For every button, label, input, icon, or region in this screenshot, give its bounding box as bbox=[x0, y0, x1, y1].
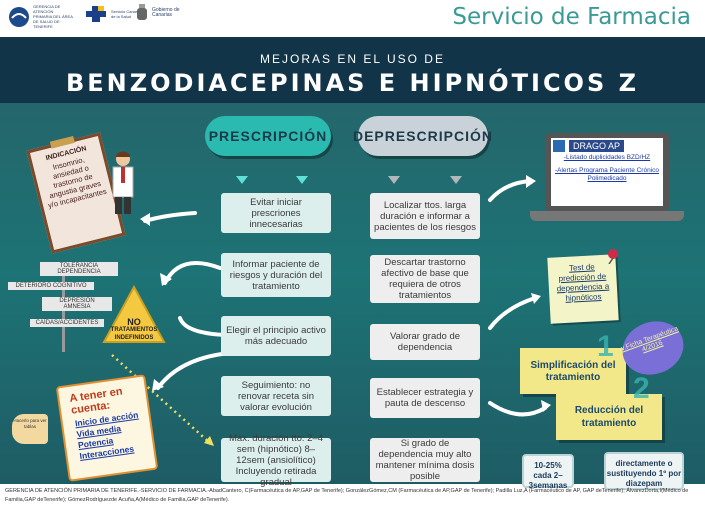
footer-credits: GERENCIA DE ATENCIÓN PRIMARIA DE TENERIF… bbox=[5, 488, 689, 503]
pushpin-icon bbox=[608, 249, 618, 264]
drago-link-alertas[interactable]: -Alertas Programa Paciente Crónico Polim… bbox=[551, 167, 663, 183]
step-number-2: 2 bbox=[633, 372, 650, 405]
prescripcion-step-5: Máx. duración tto: 2–4 sem (hipnótico) 8… bbox=[221, 433, 331, 488]
drago-link-duplicidades-text[interactable]: -Listado duplicidades BZD/HZ bbox=[563, 154, 651, 161]
deprescripcion-step-1: Localizar ttos. larga duración e informa… bbox=[370, 193, 480, 239]
prescripcion-step-4: Seguimiento: no renovar receta sin valor… bbox=[221, 376, 331, 416]
deprescripcion-header: DEPRESCRIPCIÓN bbox=[353, 116, 492, 156]
sign-tolerancia: TOLERANCIA DEPENDENCIA bbox=[40, 262, 118, 276]
coat-of-arms-icon bbox=[137, 4, 147, 20]
tener-list: Inicio de acción Vida media Potencia Int… bbox=[74, 408, 153, 462]
drago-logo-icon bbox=[553, 140, 565, 152]
stat-reduction-rate: 10-25% cada 2–3semanas bbox=[522, 454, 574, 490]
laptop-screen-frame: DRAGO AP -Listado duplicidades BZD/HZ -A… bbox=[545, 133, 669, 211]
warning-text: NO TRATAMIENTOS INDEFINIDOS bbox=[102, 318, 166, 342]
prescripcion-step-3: Elegir el principio activo más adecuado bbox=[221, 316, 331, 356]
gerencia-logo: GERENCIA DE ATENCIÓN PRIMARIA DEL ÁREA D… bbox=[8, 4, 73, 29]
arrow-down-icon bbox=[450, 176, 462, 184]
drago-link-alertas-text[interactable]: -Alertas Programa Paciente Crónico Polim… bbox=[554, 167, 660, 182]
doctor-icon bbox=[112, 151, 134, 214]
sign-deterioro: DETERIORO COGNITIVO bbox=[8, 282, 94, 290]
reduccion-box: Reducción del tratamiento bbox=[556, 394, 662, 440]
arrow-down-icon bbox=[236, 176, 248, 184]
banner-subtitle: MEJORAS EN EL USO DE bbox=[260, 52, 445, 66]
test-link[interactable]: Test de predicción de dependencia a hipn… bbox=[556, 262, 610, 303]
scs-cross-icon bbox=[86, 6, 106, 22]
reduccion-text: Reducción del tratamiento bbox=[574, 405, 644, 429]
sign-depresion: DEPRESIÓN AMNESIA bbox=[42, 297, 112, 311]
test-note[interactable]: Test de predicción de dependencia a hipn… bbox=[547, 254, 619, 324]
warning-triangle-icon bbox=[102, 284, 166, 343]
service-title: Servicio de Farmacia bbox=[452, 4, 691, 30]
gerencia-logo-text: GERENCIA DE ATENCIÓN PRIMARIA DEL ÁREA D… bbox=[33, 4, 73, 29]
laptop-screen: DRAGO AP -Listado duplicidades BZD/HZ -A… bbox=[551, 138, 663, 206]
deprescripcion-step-3: Valorar grado de dependencia bbox=[370, 324, 480, 360]
arrow-down-icon bbox=[296, 176, 308, 184]
tener-en-cuenta-card: A tener en cuenta: Inicio de acción Vida… bbox=[55, 374, 159, 482]
deprescripcion-step-5: Si grado de dependencia muy alto mantene… bbox=[370, 438, 480, 482]
step-number-1: 1 bbox=[597, 330, 614, 363]
scs-logo-text: Servicio Canario de la Salud bbox=[111, 9, 141, 19]
deprescripcion-step-4: Establecer estrategia y pauta de descens… bbox=[370, 378, 480, 418]
drago-title: DRAGO AP bbox=[569, 140, 625, 152]
sign-caidas: CAÍDAS/ACCIDENTES bbox=[30, 319, 104, 327]
title-banner: MEJORAS EN EL USO DE BENZODIACEPINAS E H… bbox=[0, 37, 705, 103]
flow-arrows bbox=[111, 175, 551, 446]
gobierno-logo-text: Gobierno de Canarias bbox=[152, 7, 180, 18]
warning-indefinidos: TRATAMIENTOS INDEFINIDOS bbox=[110, 327, 158, 341]
scs-logo: Servicio Canario de la Salud bbox=[84, 4, 145, 24]
laptop-base bbox=[530, 211, 684, 221]
banner-title: BENZODIACEPINAS E HIPNÓTICOS Z bbox=[65, 69, 640, 97]
gerencia-emblem-icon bbox=[9, 6, 29, 27]
prescripcion-step-2: Informar paciente de riesgos y duración … bbox=[221, 253, 331, 297]
prescripcion-step-1: Evitar iniciar prescriones innecesarias bbox=[221, 193, 331, 233]
click-hint: Hacerlo para ver tablas bbox=[12, 414, 48, 444]
drago-header: DRAGO AP bbox=[553, 140, 661, 152]
prescripcion-header: PRESCRIPCIÓN bbox=[205, 116, 331, 156]
warning-no: NO bbox=[127, 317, 141, 327]
simplificacion-text: Simplificación del tratamiento bbox=[530, 360, 616, 383]
arrow-down-icon bbox=[388, 176, 400, 184]
simplificacion-box: Simplificación del tratamiento bbox=[520, 348, 626, 394]
deprescripcion-step-2: Descartar trastorno afectivo de base que… bbox=[370, 255, 480, 303]
stat-sustitucion: directamente o sustituyendo 1º por diaze… bbox=[604, 452, 684, 490]
gobierno-logo: Gobierno de Canarias bbox=[135, 4, 184, 22]
drago-link-duplicidades[interactable]: -Listado duplicidades BZD/HZ bbox=[551, 154, 663, 162]
